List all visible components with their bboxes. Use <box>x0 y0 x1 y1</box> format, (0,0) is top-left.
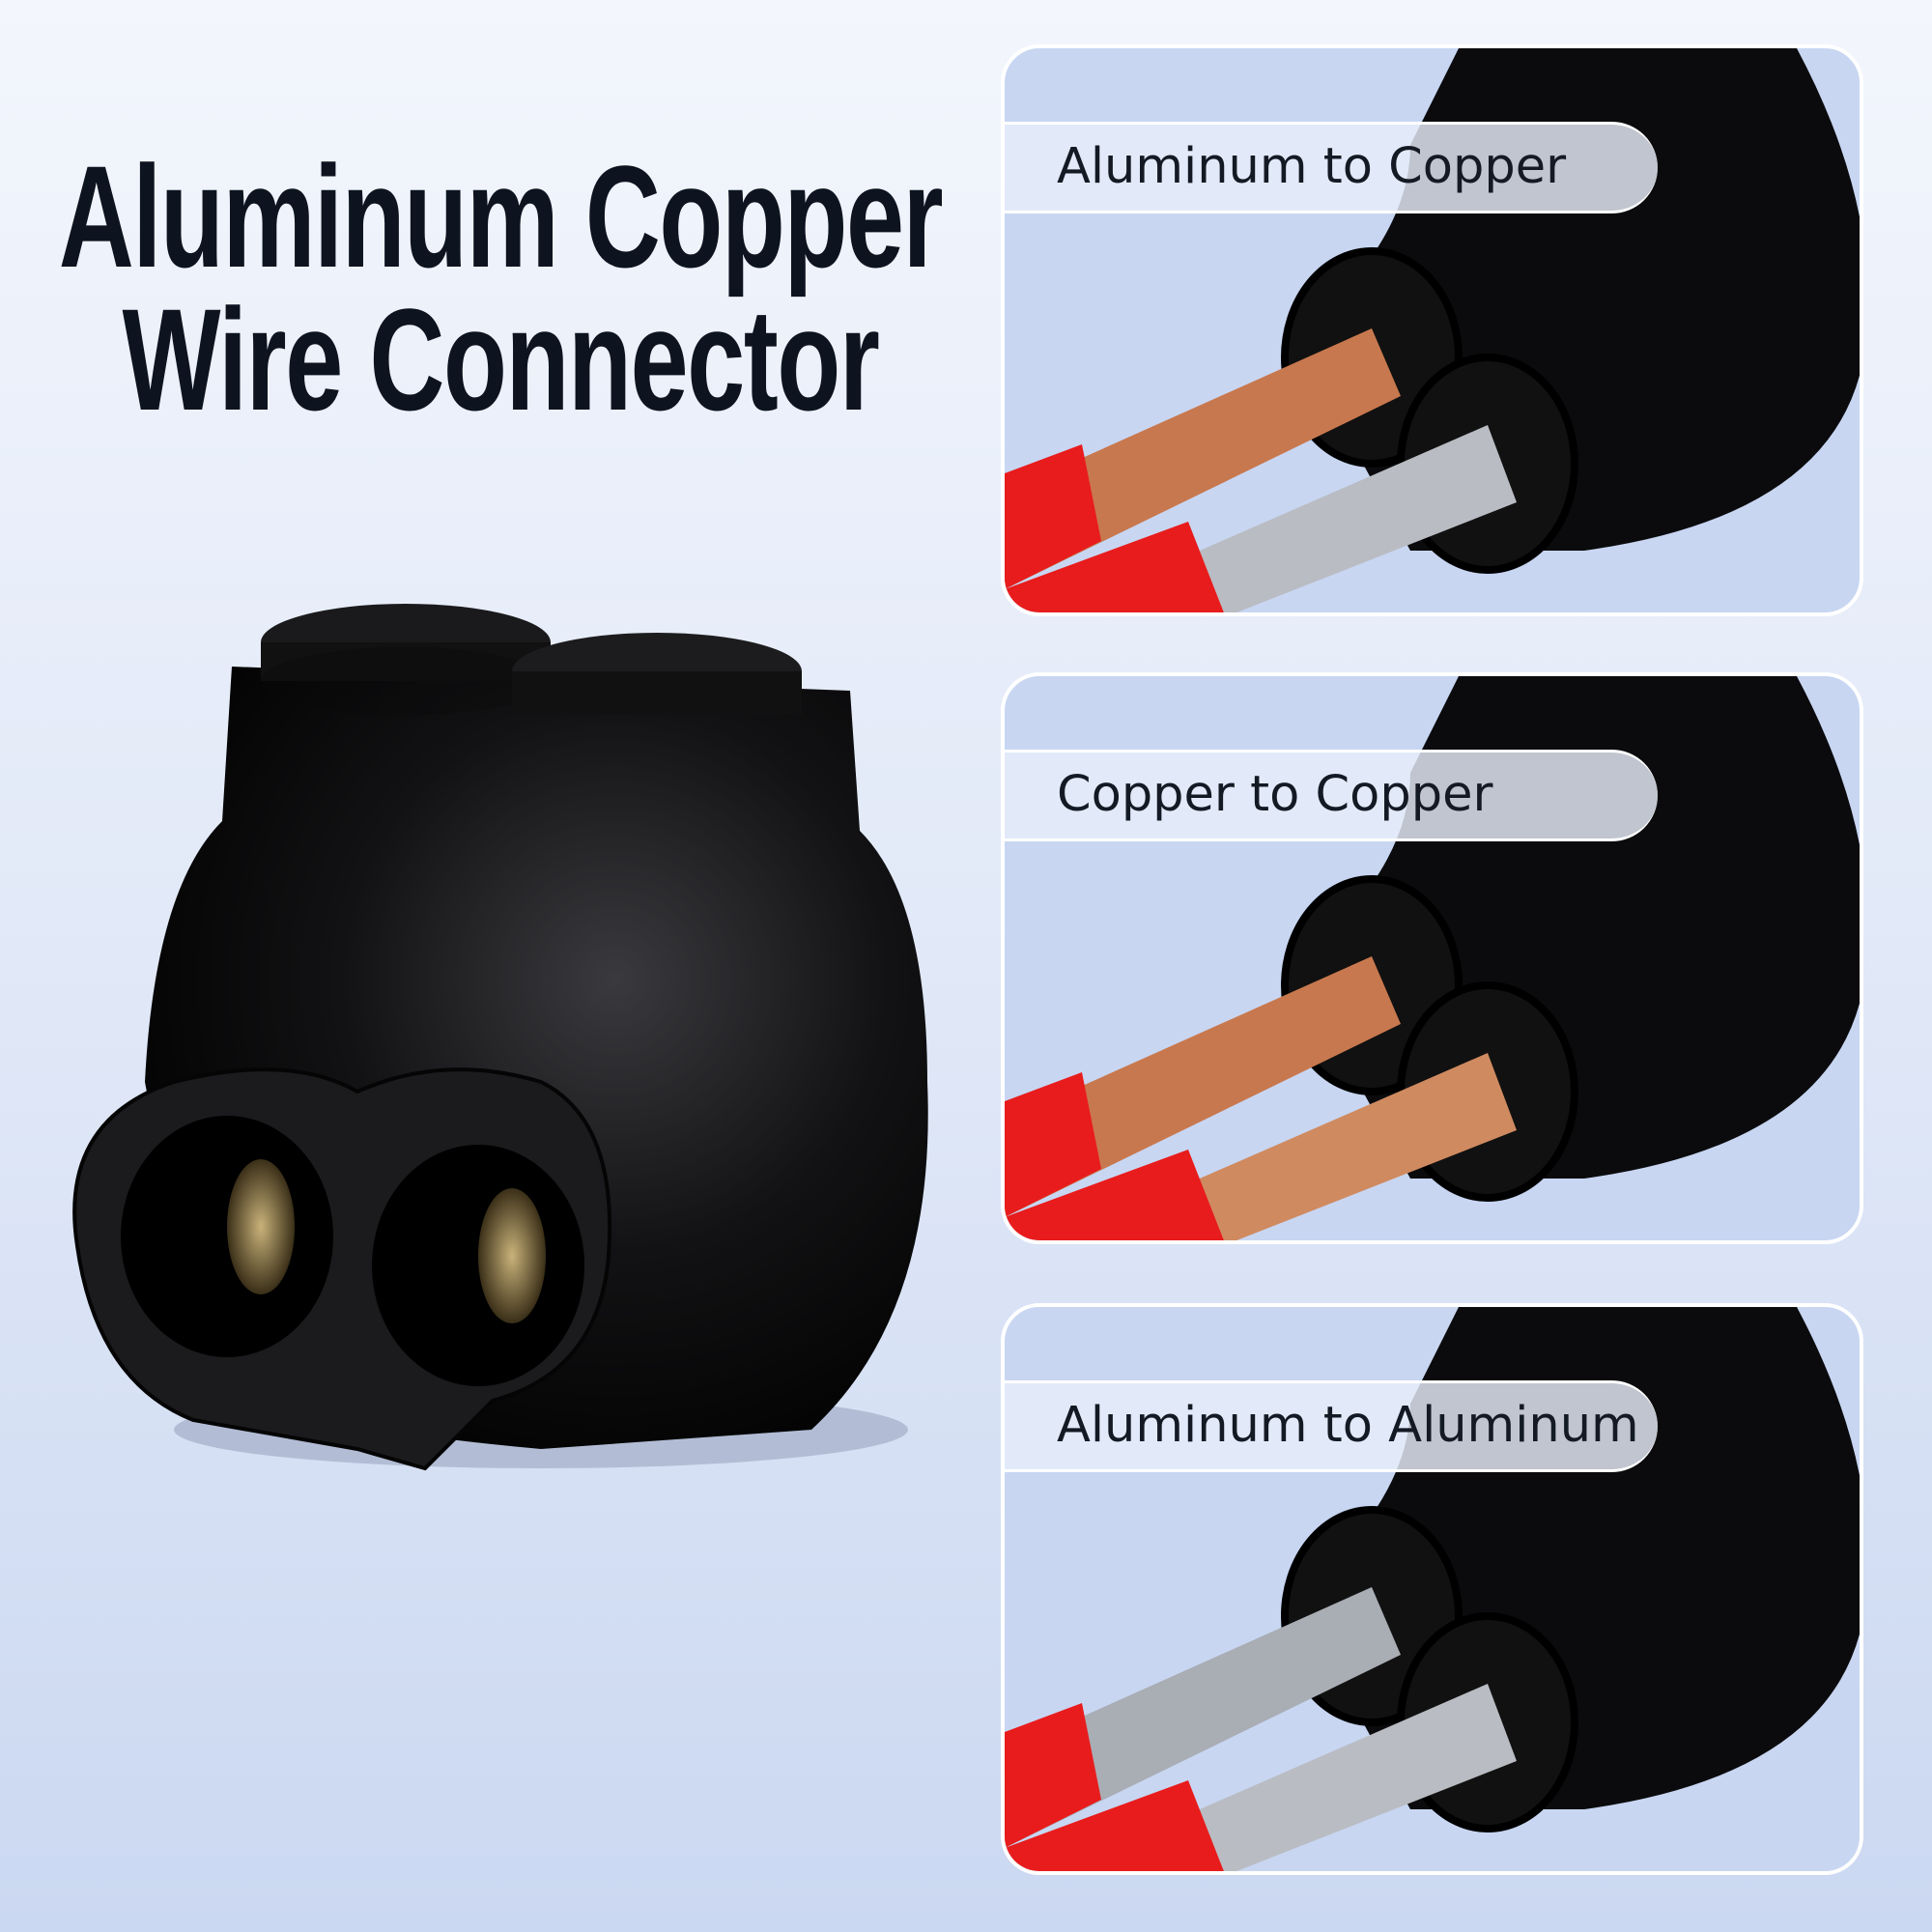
title-line-1: Aluminum Copper <box>58 135 944 298</box>
page-title: Aluminum Copper Wire Connector <box>37 135 964 440</box>
panel-label-text: Aluminum to Aluminum <box>1057 1397 1639 1454</box>
panel-aluminum-to-copper: Aluminum to Copper <box>1001 44 1863 616</box>
panel-label: Aluminum to Copper <box>1005 122 1658 213</box>
panel-label-text: Aluminum to Copper <box>1057 138 1567 195</box>
panel-aluminum-to-aluminum: Aluminum to Aluminum <box>1001 1303 1863 1875</box>
title-line-2: Wire Connector <box>122 278 880 440</box>
panel-label: Aluminum to Aluminum <box>1005 1380 1658 1472</box>
panel-label-text: Copper to Copper <box>1057 766 1493 823</box>
panel-copper-to-copper: Copper to Copper <box>1001 672 1863 1244</box>
panel-label: Copper to Copper <box>1005 750 1658 841</box>
connector-product-image <box>72 604 928 1471</box>
